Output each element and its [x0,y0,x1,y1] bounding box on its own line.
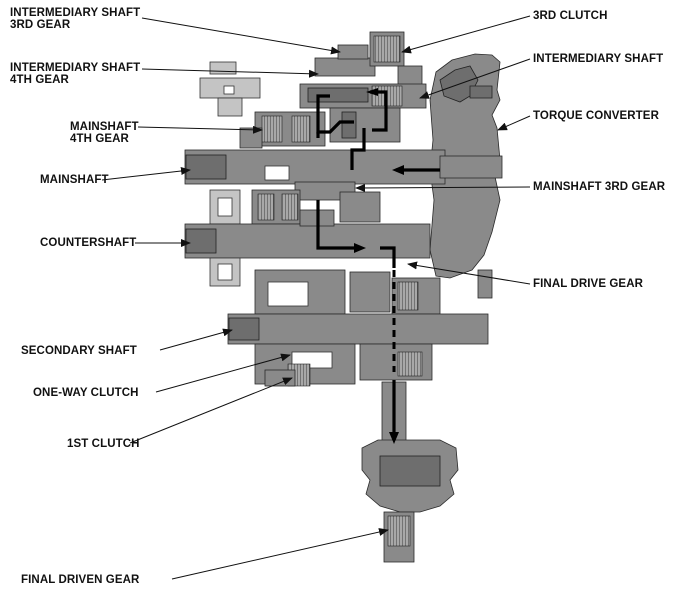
leader-1st-clutch [129,377,293,444]
leader-final-driven-gear [171,528,389,580]
label-line: INTERMEDIARY SHAFT [10,62,141,74]
leader-mainshaft-3rd-gear [355,183,531,192]
differential-assembly [361,381,459,563]
leader-mainshaft [101,167,191,181]
idler-gear-shape [199,61,261,117]
label-line: INTERMEDIARY SHAFT [10,7,141,19]
leader-lines [101,15,531,580]
countershaft-assembly [184,189,431,287]
label-line: FINAL DRIVE GEAR [533,278,644,290]
leader-intermediary-shaft [419,58,531,99]
label-line: MAINSHAFT [70,121,139,133]
secondary-shaft-assembly [227,269,489,387]
leader-intermediary-shaft-3rd-gear [141,17,341,55]
label-line: COUNTERSHAFT [40,237,137,249]
label-line: MAINSHAFT [40,174,109,186]
label-line: 1ST CLUTCH [67,438,140,450]
label-torque-converter: TORQUE CONVERTER [533,110,659,122]
label-line: TORQUE CONVERTER [533,110,659,122]
label-line: 4TH GEAR [70,133,129,145]
power-flow-path [316,88,440,444]
leader-torque-converter [497,115,531,131]
label-one-way-clutch: ONE-WAY CLUTCH [33,387,139,399]
leader-one-way-clutch [155,353,291,393]
label-final-drive-gear: FINAL DRIVE GEAR [533,278,643,290]
label-line: 4TH GEAR [10,74,69,86]
label-line: 3RD CLUTCH [533,10,608,22]
label-mainshaft-3rd-gear: MAINSHAFT 3RD GEAR [533,181,665,193]
label-line: MAINSHAFT 3RD GEAR [533,181,666,193]
leader-final-drive-gear [407,261,531,285]
label-intermediary-shaft: INTERMEDIARY SHAFT [533,53,663,65]
label-final-driven-gear: FINAL DRIVEN GEAR [21,574,139,586]
label-intermediary-shaft-4th-gear: INTERMEDIARY SHAFT 4TH GEAR [10,62,140,86]
label-countershaft: COUNTERSHAFT [40,237,136,249]
label-line: 3RD GEAR [10,19,71,31]
leader-3rd-clutch [401,15,531,54]
label-intermediary-shaft-3rd-gear: INTERMEDIARY SHAFT 3RD GEAR [10,7,140,31]
label-secondary-shaft: SECONDARY SHAFT [21,345,137,357]
leader-intermediary-shaft-4th-gear [141,68,319,78]
label-line: FINAL DRIVEN GEAR [21,574,140,586]
leader-mainshaft-4th-gear [137,125,263,134]
label-mainshaft: MAINSHAFT [40,174,109,186]
leader-secondary-shaft [159,328,233,351]
label-line: INTERMEDIARY SHAFT [533,53,664,65]
label-mainshaft-4th-gear: MAINSHAFT 4TH GEAR [70,121,139,145]
label-line: ONE-WAY CLUTCH [33,387,139,399]
label-1st-clutch: 1ST CLUTCH [67,438,140,450]
label-3rd-clutch: 3RD CLUTCH [533,10,607,22]
mainshaft-assembly [184,111,503,201]
label-line: SECONDARY SHAFT [21,345,137,357]
